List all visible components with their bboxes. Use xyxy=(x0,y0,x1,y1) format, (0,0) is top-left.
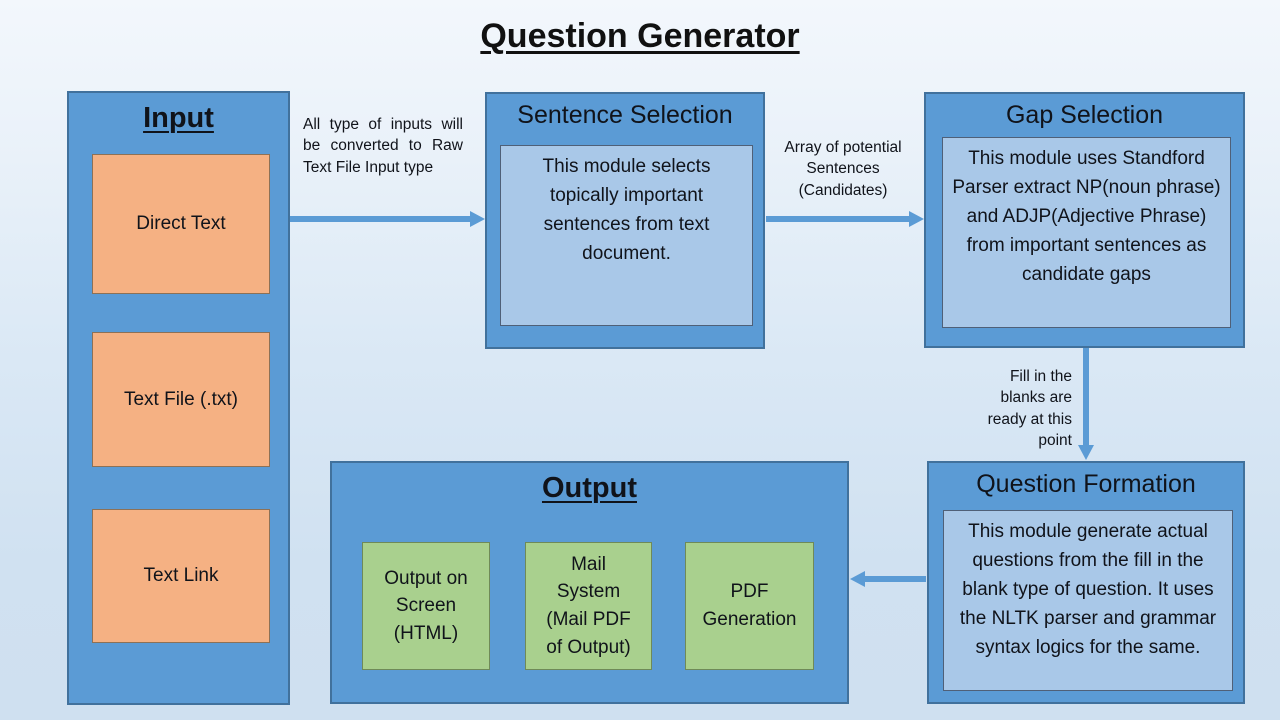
output-item-screen-html: Output on Screen (HTML) xyxy=(362,542,490,670)
edge-label-gap-to-question: Fill in the blanks are ready at this poi… xyxy=(987,368,1072,450)
arrow-sentence-to-gap-selection xyxy=(766,211,924,227)
arrow-gap-to-question-formation xyxy=(1078,348,1094,460)
input-panel-title: Input xyxy=(143,102,214,134)
edge-label-sentence-to-gap: Array of potential Sentences (Candidates… xyxy=(784,139,902,199)
input-item-text-link-label: Text Link xyxy=(143,565,219,587)
gap-selection-title: Gap Selection xyxy=(1005,101,1164,129)
output-item-screen-html-label: Output on Screen (HTML) xyxy=(384,567,468,644)
arrow-line xyxy=(863,576,926,582)
gap-selection-panel: Gap Selection This module uses Standford… xyxy=(924,92,1245,348)
output-panel-title: Output xyxy=(541,472,637,504)
input-item-direct-text-label: Direct Text xyxy=(136,213,226,235)
arrow-input-to-sentence-selection xyxy=(290,211,485,227)
output-item-mail-system: Mail System (Mail PDF of Output) xyxy=(525,542,652,670)
sentence-selection-description: This module selects topically important … xyxy=(500,145,753,326)
input-item-text-file: Text File (.txt) xyxy=(92,332,270,467)
arrow-head-left-icon xyxy=(850,571,865,587)
diagram-title: Question Generator xyxy=(480,17,800,55)
arrow-line xyxy=(766,216,910,222)
sentence-selection-panel: Sentence Selection This module selects t… xyxy=(485,92,765,349)
arrow-head-right-icon xyxy=(470,211,485,227)
output-item-mail-system-label: Mail System (Mail PDF of Output) xyxy=(546,553,631,658)
input-item-direct-text: Direct Text xyxy=(92,154,270,294)
arrow-head-right-icon xyxy=(909,211,924,227)
input-item-text-link: Text Link xyxy=(92,509,270,643)
output-item-pdf-generation: PDF Generation xyxy=(685,542,814,670)
input-item-text-file-label: Text File (.txt) xyxy=(123,388,238,410)
arrow-question-formation-to-output xyxy=(850,571,926,587)
arrow-head-down-icon xyxy=(1078,445,1094,460)
arrow-line xyxy=(1083,348,1089,446)
input-panel: Input Direct Text Text File (.txt) Text … xyxy=(67,91,290,705)
question-formation-panel: Question Formation This module generate … xyxy=(927,461,1245,704)
gap-selection-description: This module uses Standford Parser extrac… xyxy=(942,137,1231,328)
arrow-line xyxy=(290,216,471,222)
output-panel: Output Output on Screen (HTML) Mail Syst… xyxy=(330,461,849,704)
edge-label-input-to-sentence: All type of inputs will be converted to … xyxy=(303,116,463,176)
sentence-selection-title: Sentence Selection xyxy=(517,101,733,129)
question-formation-description: This module generate actual questions fr… xyxy=(943,510,1233,691)
question-formation-title: Question Formation xyxy=(976,470,1196,498)
output-item-pdf-generation-label: PDF Generation xyxy=(702,581,797,630)
